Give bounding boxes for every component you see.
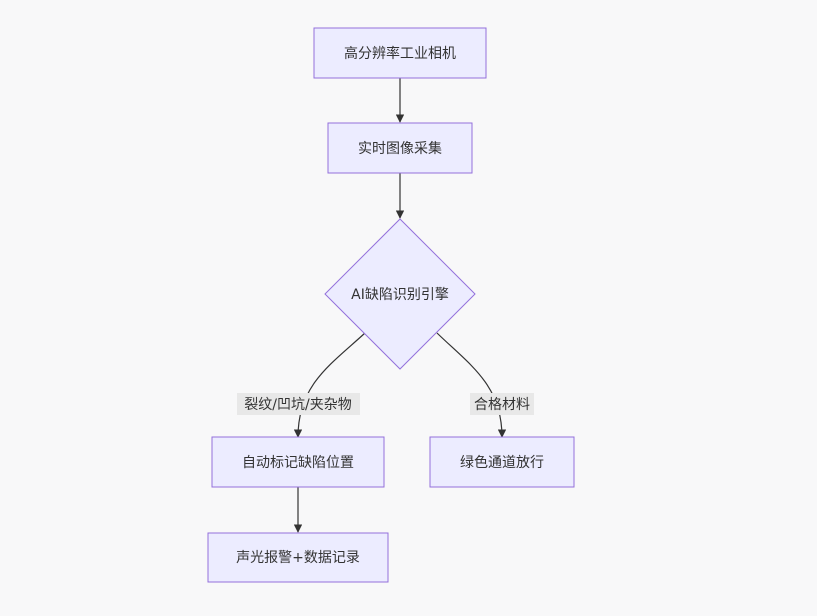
node-mark-label: 自动标记缺陷位置 (242, 455, 354, 471)
edge-label-ok-text: 合格材料 (474, 397, 530, 413)
node-capture[interactable]: 实时图像采集 (327, 122, 473, 174)
node-camera-label: 高分辨率工业相机 (344, 45, 456, 62)
edge-label-defect: 裂纹/凹坑/夹杂物 (237, 393, 360, 415)
node-capture-label: 实时图像采集 (358, 140, 442, 157)
node-alarm-label: 声光报警+数据记录 (236, 550, 360, 566)
node-pass-label: 绿色通道放行 (460, 454, 544, 471)
node-ai-engine[interactable]: AI缺陷识别引擎 (324, 218, 476, 370)
node-ai-engine-label: AI缺陷识别引擎 (351, 287, 449, 303)
edge-ai-to-mark (293, 332, 366, 438)
node-camera[interactable]: 高分辨率工业相机 (313, 27, 487, 79)
edge-label-defect-text: 裂纹/凹坑/夹杂物 (244, 397, 351, 413)
edge-ai-to-pass (436, 332, 507, 438)
node-mark[interactable]: 自动标记缺陷位置 (211, 436, 385, 488)
edge-label-ok: 合格材料 (470, 393, 534, 415)
node-alarm[interactable]: 声光报警+数据记录 (207, 532, 389, 583)
node-pass[interactable]: 绿色通道放行 (429, 436, 575, 488)
